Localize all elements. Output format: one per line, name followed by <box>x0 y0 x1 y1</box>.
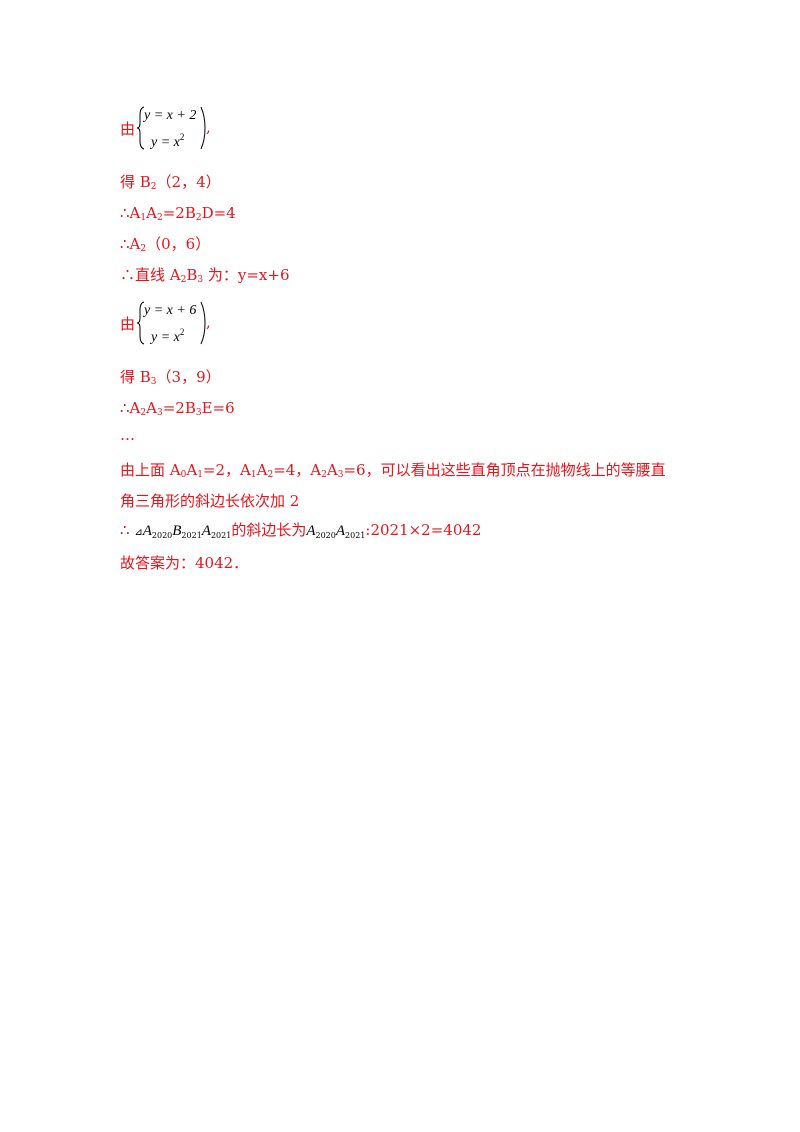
line-a2: ∴A2（0，6） <box>120 235 211 254</box>
line-a1a2: ∴A1A2=2B2D=4 <box>120 204 236 223</box>
system-prefix: 由 <box>120 120 136 138</box>
triangle-symbol: ⊿ <box>134 527 143 538</box>
left-brace <box>137 301 145 345</box>
ellipsis: … <box>120 426 135 444</box>
line-a2a3: ∴A2A3=2B3E=6 <box>120 399 235 418</box>
equation-line-2: y = x2 <box>151 327 185 345</box>
line-b2: 得 B2（2，4） <box>120 173 221 192</box>
right-paren <box>200 106 206 150</box>
right-paren <box>200 301 206 345</box>
equation-line-2: y = x2 <box>151 132 185 150</box>
line-a2b3: ∴直线 A2B3 为：y=x+6 <box>120 266 290 285</box>
summary-line-1: 由上面 A0A1=2，A1A2=4，A2A3=6，可以看出这些直角顶点在抛物线上… <box>120 461 666 480</box>
equation-line-1: y = x + 6 <box>144 303 197 318</box>
line-b3: 得 B3（3，9） <box>120 368 221 387</box>
equation-line-1: y = x + 2 <box>144 108 197 123</box>
system-prefix: 由 <box>120 315 136 333</box>
answer-line: 故答案为：4042． <box>120 554 249 572</box>
system-suffix: , <box>206 313 211 331</box>
result-line: ∴ ⊿A2020B2021A2021的斜边长为A2020A2021:2021×2… <box>120 521 482 540</box>
system-suffix: , <box>206 118 211 136</box>
left-brace <box>137 106 145 150</box>
summary-line-2: 角三角形的斜边长依次加 2 <box>120 492 300 510</box>
